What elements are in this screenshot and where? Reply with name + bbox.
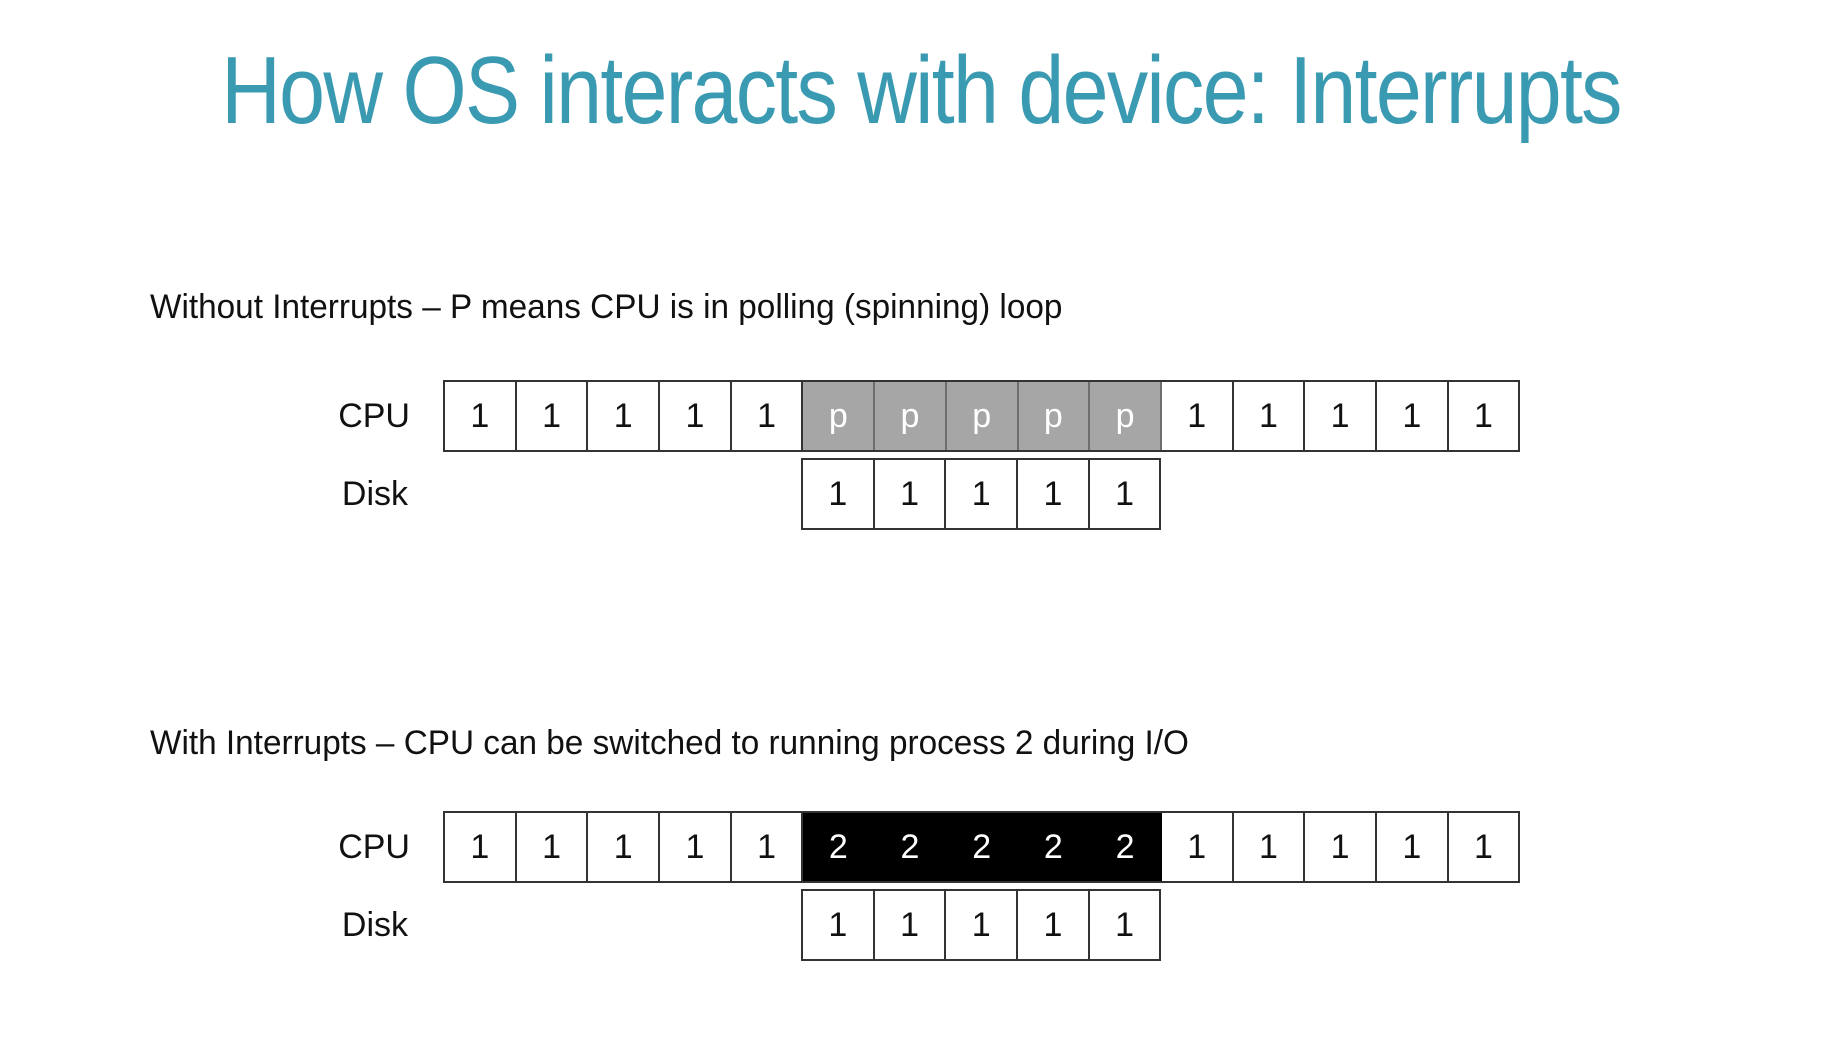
caption-with-interrupts: With Interrupts – CPU can be switched to… [150, 724, 1189, 762]
cpu-row-label-without: CPU [338, 397, 410, 435]
cpu-cell: 1 [445, 813, 517, 881]
cpu-cell: p [1090, 382, 1162, 450]
cpu-cell: 1 [1161, 382, 1234, 450]
cpu-cell: 1 [1233, 382, 1306, 450]
disk-cell: 1 [874, 460, 947, 528]
cpu-cell: 1 [588, 813, 661, 881]
cpu-cell: 2 [1090, 813, 1162, 881]
cpu-cell: 2 [875, 813, 947, 881]
cpu-cell: 1 [660, 813, 732, 881]
cpu-cell: 1 [731, 813, 804, 881]
disk-cell: 1 [1018, 460, 1090, 528]
cpu-cell: 1 [1305, 813, 1377, 881]
cpu-cell: 1 [1448, 813, 1521, 881]
cpu-row-label-with: CPU [338, 828, 410, 866]
cpu-cell: 1 [516, 813, 589, 881]
cpu-cell: 1 [1305, 382, 1377, 450]
cpu-cell: 1 [1448, 382, 1521, 450]
slide-title: How OS interacts with device: Interrupts [221, 37, 1622, 144]
cpu-cell: 1 [516, 382, 589, 450]
cpu-cell: 2 [803, 813, 876, 881]
cpu-cell: p [875, 382, 947, 450]
disk-row-label-without: Disk [341, 475, 408, 513]
cpu-cell: p [1018, 382, 1091, 450]
disk-cell: 1 [946, 460, 1019, 528]
cpu-cell: 1 [588, 382, 661, 450]
disk-cell: 1 [874, 891, 947, 959]
disk-cell: 1 [803, 460, 875, 528]
cpu-cell: p [946, 382, 1019, 450]
cpu-cell: 2 [946, 813, 1019, 881]
cpu-cell: 1 [445, 382, 517, 450]
disk-cell: 1 [1089, 891, 1162, 959]
cpu-cell: 1 [731, 382, 804, 450]
disk-cell: 1 [1018, 891, 1090, 959]
cpu-cell: 2 [1018, 813, 1091, 881]
disk-row-label-with: Disk [341, 906, 408, 944]
disk-cell: 1 [946, 891, 1019, 959]
cpu-cell: p [803, 382, 876, 450]
disk-cell: 1 [803, 891, 875, 959]
caption-without-interrupts: Without Interrupts – P means CPU is in p… [150, 288, 1063, 326]
cpu-cell: 1 [1376, 813, 1449, 881]
cpu-cell: 1 [660, 382, 732, 450]
disk-cell: 1 [1089, 460, 1162, 528]
cpu-cell: 1 [1376, 382, 1449, 450]
cpu-cell: 1 [1161, 813, 1234, 881]
cpu-cell: 1 [1233, 813, 1306, 881]
